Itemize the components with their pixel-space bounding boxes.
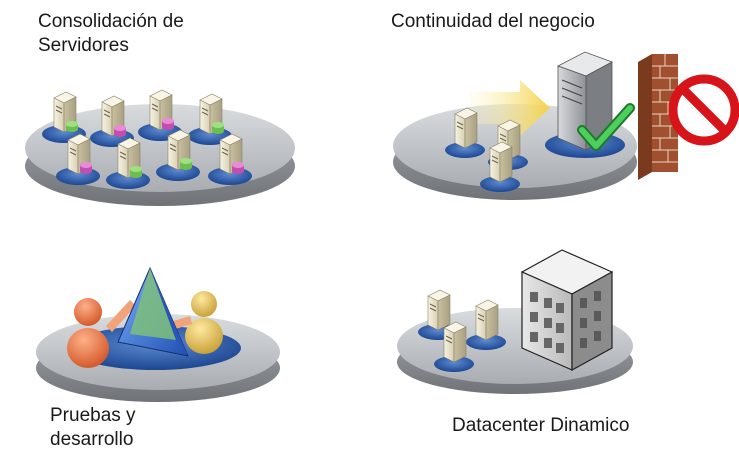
title-consolidacion-line2: Servidores (38, 34, 129, 56)
server-icon (55, 133, 101, 186)
title-pruebas-line1: Pruebas y (50, 405, 136, 426)
title-pruebas: Pruebas y desarrollo (50, 404, 136, 452)
title-continuidad: Continuidad del negocio (391, 11, 595, 32)
server-icon (155, 129, 201, 182)
person-icon (67, 298, 109, 368)
prism-icon (117, 266, 189, 357)
brick-wall-icon (638, 54, 678, 180)
checkmark-icon (577, 103, 635, 151)
server-icon (41, 91, 87, 144)
server-icon (105, 137, 151, 190)
server-icon (89, 95, 135, 148)
building-icon (520, 249, 614, 372)
title-pruebas-line2: desarrollo (50, 428, 134, 450)
arrow-icon (470, 80, 550, 136)
server-icon (137, 89, 183, 142)
title-consolidacion: Consolidación de Servidores (38, 10, 184, 58)
person-icon (185, 291, 223, 354)
server-icon (187, 93, 233, 146)
big-server-icon (545, 51, 625, 158)
title-datacenter: Datacenter Dinamico (452, 415, 630, 436)
title-consolidacion-line1: Consolidación de (38, 11, 184, 32)
prohibited-icon (668, 74, 739, 146)
server-icon (207, 133, 253, 186)
